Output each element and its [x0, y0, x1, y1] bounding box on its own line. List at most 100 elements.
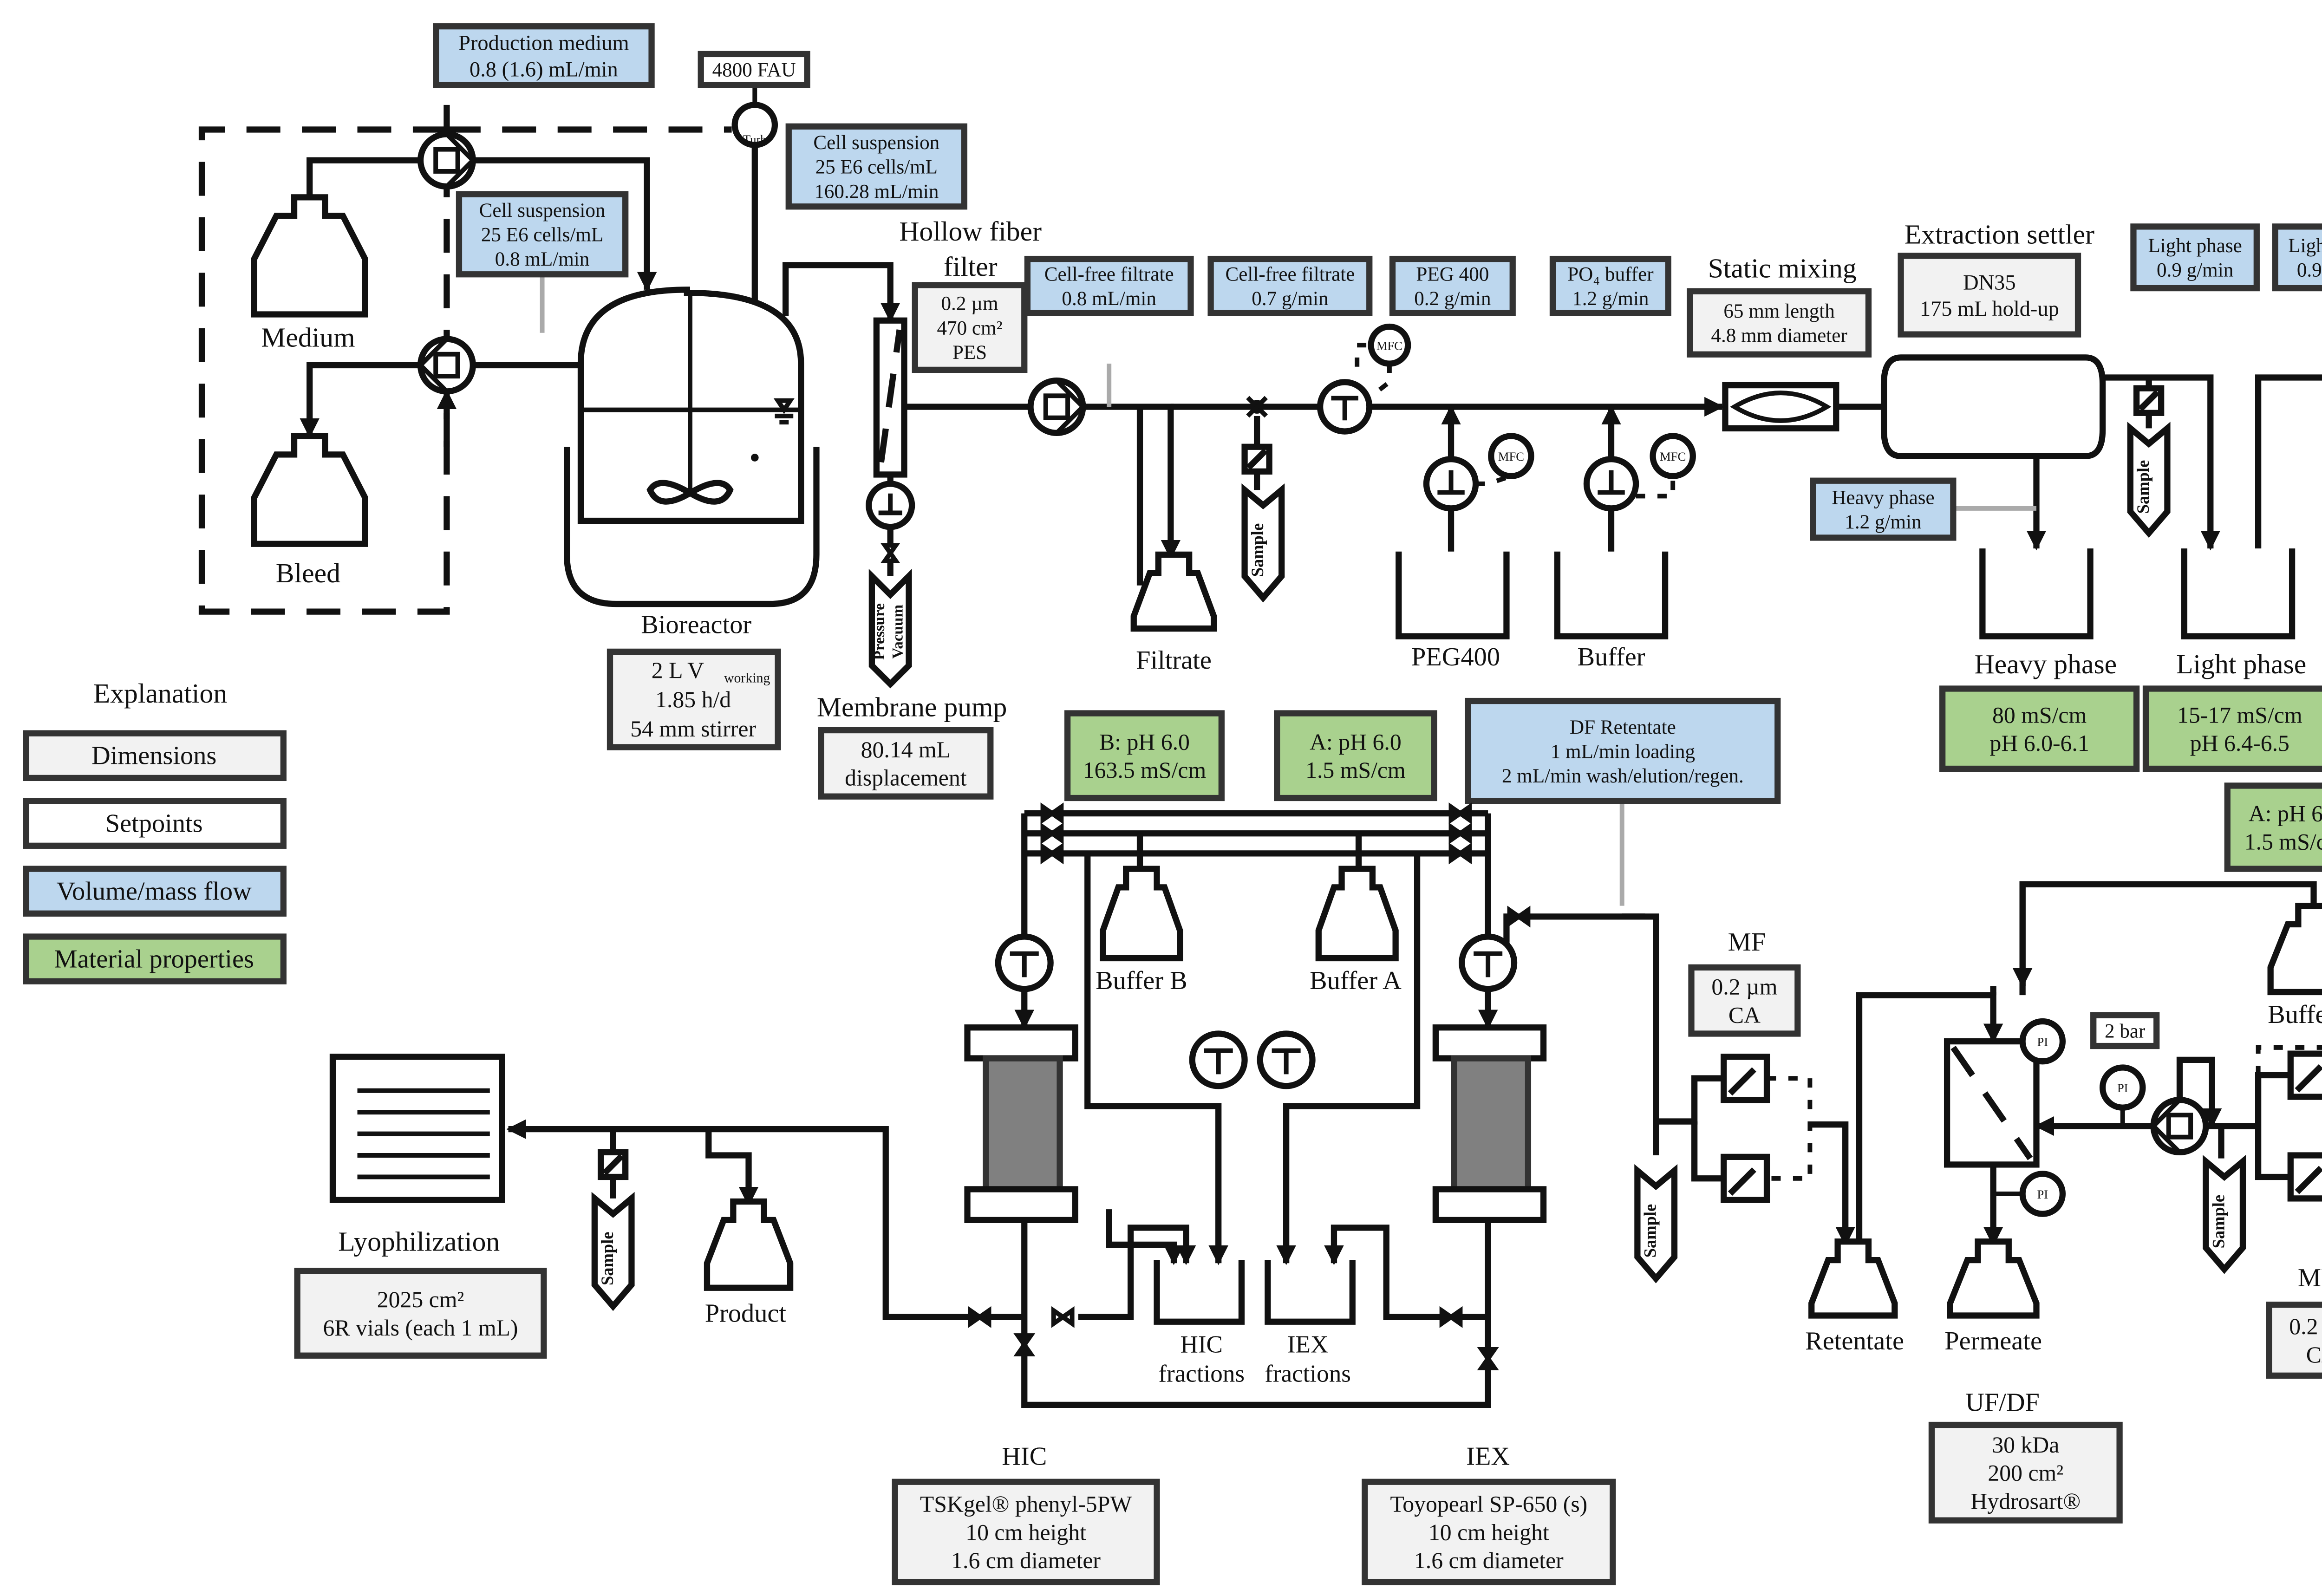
- cell-suspension-recirc-flow-box-line: Cell suspension: [813, 132, 939, 154]
- mf2-dimension-box-line: 0.2 µm: [2289, 1314, 2322, 1339]
- mf2-filter-upper: [2287, 1050, 2322, 1100]
- mf-split-lower: [1691, 1121, 1722, 1182]
- cell-free-filtrate-08-flow-box-line: Cell-free filtrate: [1044, 263, 1174, 285]
- permeate-bottle: [1947, 1238, 2040, 1319]
- static-mixer-element: [1730, 391, 1832, 423]
- hic-dimension-box-line: 1.6 cm diameter: [951, 1548, 1101, 1573]
- lyophilization-dimension-box: [294, 1268, 547, 1359]
- mfc-harvest: [1368, 323, 1411, 367]
- mf-title: MF: [1728, 928, 1766, 957]
- cell-free-filtrate-08-flow-box: [1024, 255, 1194, 316]
- control-loop-frame: [198, 126, 450, 615]
- mf2-split-upper: [2255, 1072, 2291, 1127]
- bleed-bottle: [251, 433, 368, 547]
- bleed-pump-direction: [417, 337, 449, 393]
- buffer-a-right-properties-box-line: 1.5 mS/cm: [2244, 829, 2322, 854]
- hic-title: HIC: [1002, 1442, 1047, 1471]
- hic-fraction-tank: [1154, 1260, 1245, 1325]
- labels: ExplanationDimensionsSetpointsVolume/mas…: [54, 32, 2322, 1573]
- df-retentate-flow-box-line: 1 mL/min loading: [1551, 741, 1695, 762]
- cell-suspension-bleed-flow-box-line: Cell suspension: [479, 200, 606, 221]
- hic-pump-symbol: [1010, 951, 1039, 977]
- hic-fractions-label-1: HIC: [1181, 1331, 1223, 1358]
- pressure-label: Pressure: [871, 603, 888, 660]
- medium-feed-pump-direction: [445, 132, 476, 189]
- process-lines: [198, 86, 2322, 1408]
- light-phase-flow-box-1: [2130, 223, 2260, 292]
- filtrate-down: [1083, 404, 1181, 560]
- iex-dimension-box: [1362, 1479, 1616, 1585]
- medium-to-bioreactor: [473, 157, 657, 292]
- peg-pump-symbol: [1437, 470, 1465, 495]
- peg400-flow-box: [1389, 255, 1516, 316]
- retentate-label: Retentate: [1805, 1327, 1904, 1355]
- iex-outlet-valve: [1477, 1347, 1499, 1370]
- membrane-pump-dimension-box-line: 80.14 mL: [861, 737, 951, 762]
- buffer-b-label: Buffer B: [1096, 966, 1187, 995]
- hic-product-valve-2: [1051, 1306, 1075, 1328]
- iex-fractions-label-1: IEX: [1287, 1331, 1328, 1358]
- fau-setpoint-box-line: 4800 FAU: [712, 59, 796, 81]
- mf-dimension-box: [1688, 964, 1801, 1037]
- lyophilization-title: Lyophilization: [338, 1226, 500, 1257]
- pi-feed: [2099, 1064, 2146, 1111]
- buffer-pump-symbol: [1598, 470, 1625, 495]
- heavy-phase-flow-box: [1810, 477, 1957, 541]
- legend-label-flow: Volume/mass flow: [57, 877, 252, 905]
- iex-to-fractions: [1324, 1225, 1488, 1320]
- light-phase-label: Light phase: [2176, 649, 2306, 679]
- buffer-a-right-label: Buffer A: [2268, 1000, 2322, 1029]
- pressure-setpoint-box: [2090, 1012, 2160, 1049]
- hic-outlet-valve: [1013, 1333, 1036, 1356]
- light-phase-to-mf: [2255, 374, 2322, 549]
- mf-dimension-box-line: 0.2 µm: [1711, 974, 1777, 1000]
- mfc-peg-label: MFC: [1498, 449, 1524, 463]
- bioreactor-volume-subscript: working: [724, 671, 770, 686]
- legend-label-material: Material properties: [54, 945, 254, 973]
- pressure-vacuum-unit: [868, 568, 912, 689]
- membrane-pump-dimension-box: [818, 727, 994, 800]
- pi-feed-label: PI: [2117, 1081, 2128, 1095]
- buffer-b-properties-box-line: B: pH 6.0: [1099, 729, 1190, 755]
- ufdf-feed-pump-direction: [2150, 1098, 2181, 1154]
- hollow-fiber-membrane: [878, 329, 903, 463]
- legend-label-dimension: Dimensions: [91, 742, 216, 770]
- hollow-fiber-dimension-box-line: PES: [952, 342, 987, 364]
- hic-dimension-box-line: 10 cm height: [965, 1519, 1086, 1545]
- filtrate-pump: [1027, 377, 1086, 436]
- sampler-1-label: Sample: [1248, 523, 1267, 577]
- header-valve-0: [1040, 802, 1064, 825]
- iex-fraction-tank: [1265, 1260, 1356, 1325]
- bleed-pump-square: [433, 352, 460, 379]
- turbidity-sensor: [731, 102, 778, 148]
- bioreactor-volume: 2 L V: [652, 658, 704, 683]
- medium-feed-pump-square: [433, 147, 460, 174]
- cell-free-filtrate-07-flow-box-line: 0.7 g/min: [1252, 288, 1328, 310]
- light-phase-flow-box-1-line: 0.9 g/min: [2157, 260, 2233, 281]
- mfc-harvest-signal-2: [1355, 343, 1367, 379]
- equipment: [23, 23, 2322, 1585]
- mf2-filter-upper-membrane: [2295, 1061, 2322, 1093]
- filtrate-bottle: [1130, 551, 1217, 632]
- cell-suspension-recirc-flow-box-line: 25 E6 cells/mL: [815, 156, 938, 178]
- iex-column-bottom: [1432, 1186, 1547, 1223]
- sampler-3-label: Sample: [598, 1232, 617, 1286]
- extraction-settler-dimension-box-line: DN35: [1963, 271, 2015, 294]
- filtrate-label: Filtrate: [1136, 646, 1212, 675]
- hic-fraction-line: [1084, 853, 1228, 1265]
- level-symbol: [773, 398, 795, 425]
- vacuum-label: Vacuum: [889, 605, 907, 659]
- legend-swatch-flow: [23, 866, 287, 917]
- production-medium-flow-box-line: 0.8 (1.6) mL/min: [470, 58, 618, 81]
- light-phase-flow-box-2-line: 0.9 g/min: [2297, 260, 2322, 281]
- buffer-a-properties-box: [1274, 710, 1437, 801]
- df-retentate-flow-box: [1465, 697, 1781, 804]
- buffer-b-bottle: [1100, 866, 1183, 962]
- legend-swatch-setpoint: [23, 798, 287, 849]
- extraction-settler-dimension-box-line: 175 mL hold-up: [1920, 297, 2059, 321]
- sampler-1: [1241, 483, 1285, 603]
- sample-valve-1-core: [1250, 400, 1264, 414]
- production-medium-flow-box: [433, 23, 655, 88]
- bleed-label: Bleed: [276, 558, 340, 588]
- membrane-pump-dimension-box-line: displacement: [845, 765, 967, 791]
